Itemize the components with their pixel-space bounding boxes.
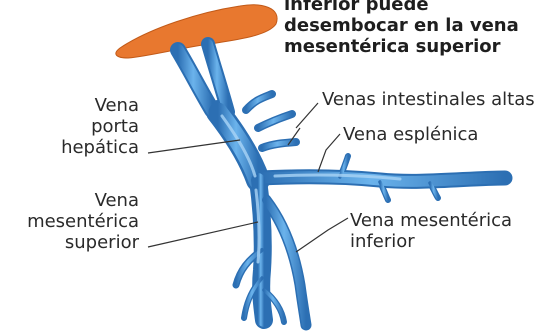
label-inferior-mesenteric-vein: Vena mesentérica inferior (350, 210, 512, 252)
label-portal-vein: Vena porta hepática (61, 95, 139, 158)
veins (178, 44, 505, 325)
leader-portal-vein (148, 140, 240, 153)
leader-inferior-mesenteric (296, 218, 348, 252)
label-superior-mesenteric-vein: Vena mesentérica superior (27, 190, 139, 253)
label-splenic-vein: Vena esplénica (343, 124, 478, 145)
leader-intestinal-veins (296, 103, 318, 128)
leader-superior-mesenteric (148, 222, 258, 247)
heading-line-3: mesentérica superior (284, 36, 519, 57)
heading-line-1: inferior puede (284, 0, 519, 15)
liver-shape (116, 5, 277, 58)
label-high-intestinal-veins: Venas intestinales altas (322, 89, 535, 110)
heading-line-2: desembocar en la vena (284, 15, 519, 36)
leader-splenic-vein (318, 134, 340, 172)
heading-note: inferior puede desembocar en la vena mes… (284, 0, 519, 57)
